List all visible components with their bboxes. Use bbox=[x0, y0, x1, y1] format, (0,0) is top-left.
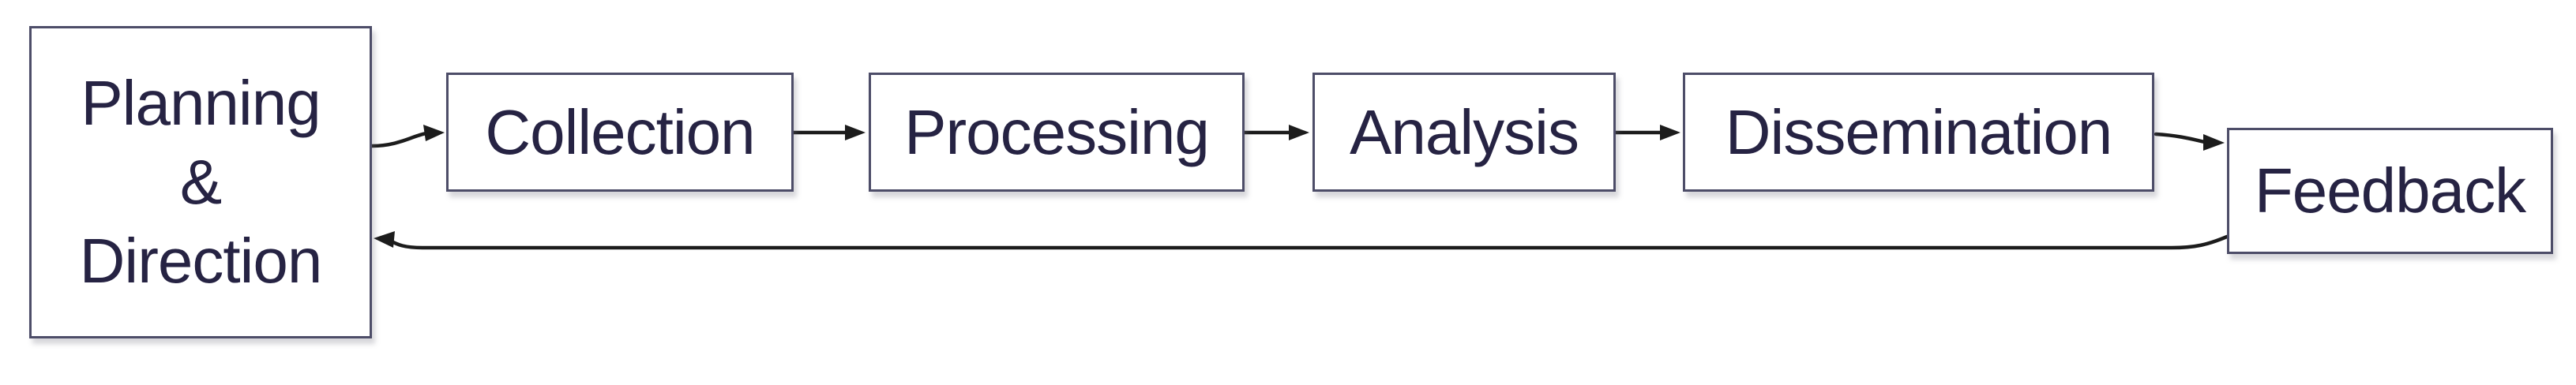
node-processing: Processing bbox=[869, 73, 1245, 192]
arrowhead-analysis-to-dissemination-icon bbox=[1660, 125, 1680, 140]
node-planning-direction-line2: & bbox=[179, 147, 222, 217]
node-analysis: Analysis bbox=[1312, 73, 1616, 192]
edge-planning-to-collection bbox=[370, 131, 429, 148]
node-collection-label: Collection bbox=[485, 96, 755, 167]
node-feedback: Feedback bbox=[2227, 128, 2553, 254]
node-collection: Collection bbox=[446, 73, 794, 192]
arrowhead-dissemination-to-feedback-icon bbox=[2203, 134, 2225, 151]
node-planning-direction: Planning & Direction bbox=[29, 26, 372, 338]
edge-dissemination-to-feedback bbox=[2154, 132, 2207, 144]
arrowhead-collection-to-processing-icon bbox=[845, 125, 866, 140]
node-planning-direction-line3: Direction bbox=[79, 226, 323, 296]
node-processing-label: Processing bbox=[904, 96, 1210, 167]
node-planning-direction-line1: Planning bbox=[81, 68, 321, 138]
arrowhead-processing-to-analysis-icon bbox=[1289, 125, 1309, 140]
node-feedback-label: Feedback bbox=[2254, 155, 2526, 226]
node-dissemination: Dissemination bbox=[1683, 73, 2154, 192]
arrowhead-planning-to-collection-icon bbox=[423, 125, 445, 141]
edge-feedback-to-planning bbox=[388, 234, 2229, 250]
arrowhead-feedback-to-planning-icon bbox=[374, 231, 395, 248]
node-dissemination-label: Dissemination bbox=[1725, 96, 2112, 167]
node-analysis-label: Analysis bbox=[1350, 96, 1579, 167]
